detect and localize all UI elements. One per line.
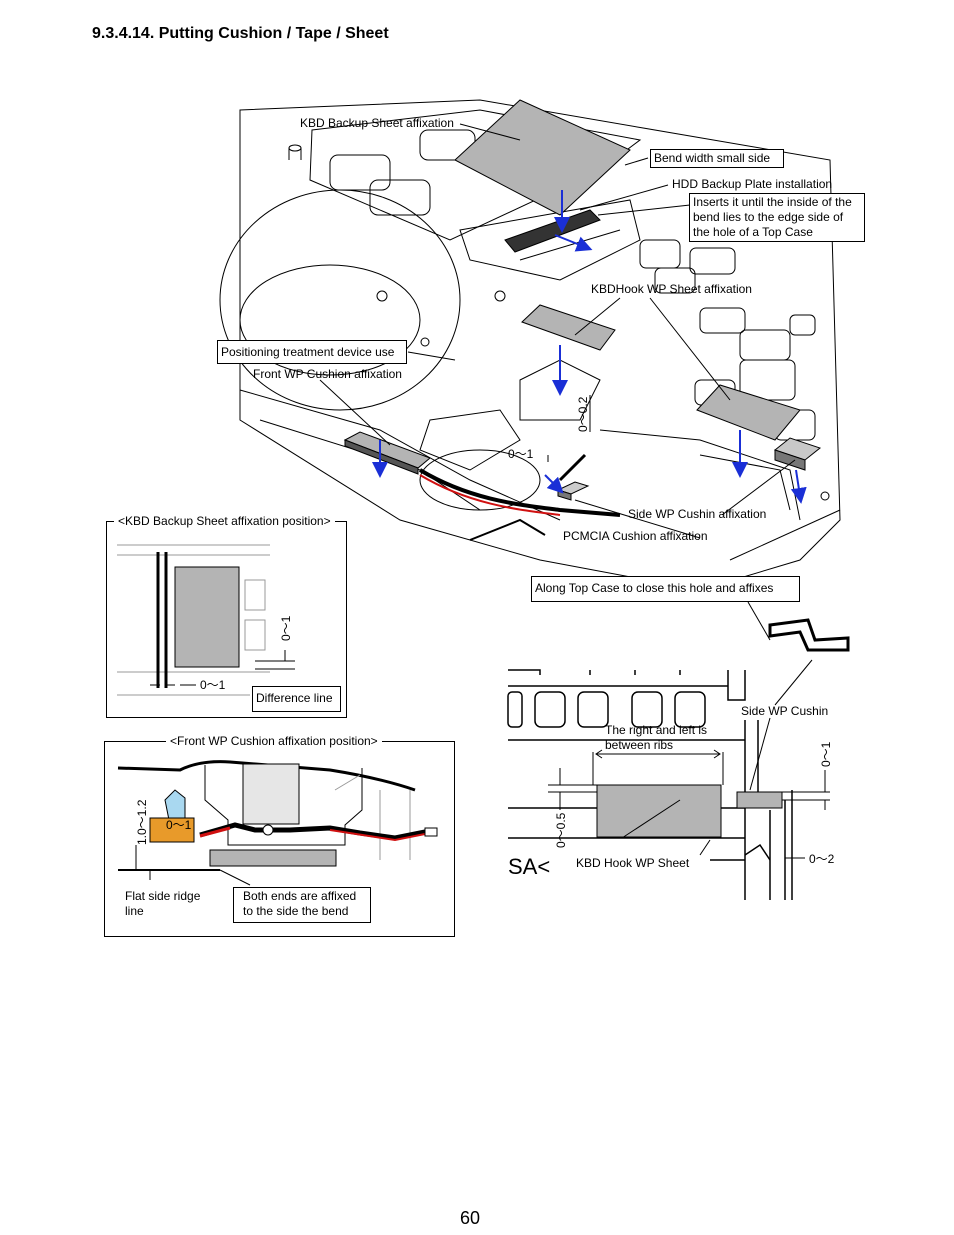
- kbd-backup-dim-horizontal: 0～1: [200, 678, 226, 692]
- ribs-note-label: The right and left is between ribs: [605, 723, 708, 752]
- front-wp-cushion-label: Front WP Cushion affixation: [253, 367, 402, 381]
- kbd-backup-sheet-label: KBD Backup Sheet affixation: [300, 116, 454, 130]
- side-dim-bottom: 0～2: [809, 852, 835, 866]
- page-number: 60: [460, 1208, 481, 1228]
- kbd-backup-detail-caption: <KBD Backup Sheet affixation position>: [114, 514, 335, 528]
- positioning-box: Positioning treatment device use: [217, 340, 407, 364]
- side-wp-cushin-detail-label: Side WP Cushin: [741, 704, 829, 718]
- front-wp-detail-caption: <Front WP Cushion affixation position>: [166, 734, 382, 748]
- embossed-mark: SA<: [508, 854, 551, 879]
- front-wp-dim-inner: 0～1: [166, 818, 192, 832]
- side-wp-cushin-label: Side WP Cushin affixation: [628, 507, 767, 521]
- bend-width-box: Bend width small side: [650, 149, 784, 168]
- along-top-case-box: Along Top Case to close this hole and af…: [531, 576, 800, 602]
- kbd-hook-wp-label: KBDHook WP Sheet affixation: [591, 282, 752, 296]
- side-dim-right: 0～1: [819, 741, 833, 767]
- section-title: 9.3.4.14. Putting Cushion / Tape / Sheet: [92, 25, 389, 42]
- dim-0-1-main-label: 0～1: [508, 447, 534, 461]
- flat-side-label: Flat side ridge line: [125, 889, 201, 918]
- both-ends-box: Both ends are affixed to the side the be…: [233, 887, 371, 923]
- kbd-hook-wp-sheet-label: KBD Hook WP Sheet: [576, 856, 690, 870]
- hdd-backup-plate-label: HDD Backup Plate installation: [672, 177, 833, 191]
- difference-line-box: Difference line: [252, 686, 341, 712]
- pcmcia-cushion-label: PCMCIA Cushion affixation: [563, 529, 708, 543]
- inserts-note-box: Inserts it until the inside of the bend …: [689, 193, 865, 242]
- side-dim-left: 0～0.5: [554, 812, 568, 848]
